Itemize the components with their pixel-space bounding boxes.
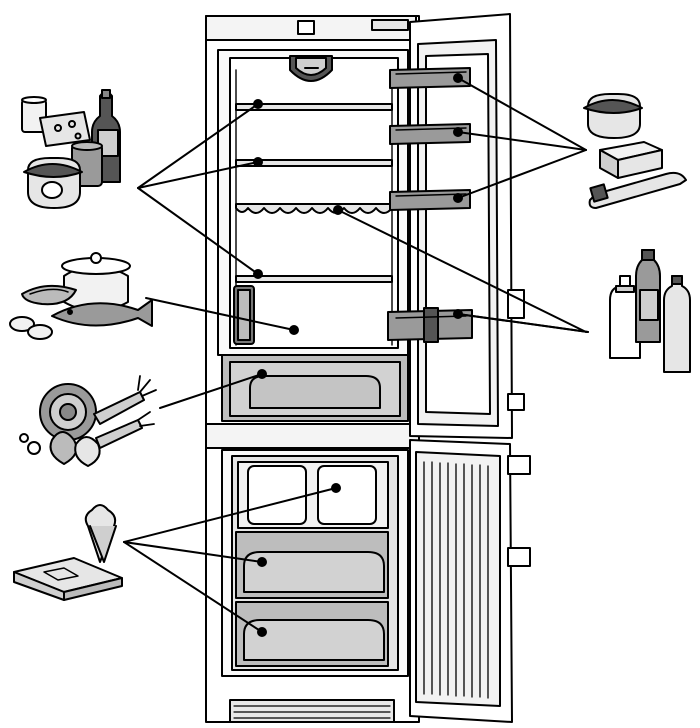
door-shelf-2 <box>389 123 471 145</box>
fish-callout-line <box>145 297 299 335</box>
fridge-compartment <box>217 49 409 422</box>
interior-light <box>289 55 333 82</box>
bottle-rack-shelf <box>235 203 393 214</box>
door-shelf-3 <box>389 189 471 211</box>
freezer-door-ribs <box>423 461 489 699</box>
glass-shelf-1 <box>235 103 393 111</box>
freezer-top-drawer <box>237 461 389 529</box>
door-bottle-shelf <box>387 307 473 343</box>
butter-callout-lines <box>453 73 587 203</box>
butter-and-tubes-illustration <box>583 93 687 209</box>
interior-bottle-holder <box>233 285 255 345</box>
vegetables-callout-line <box>159 369 267 409</box>
fish-and-meat-illustration <box>9 252 153 340</box>
freezer-compartment <box>221 449 409 677</box>
dairy-callout-lines <box>137 99 263 279</box>
bottles-illustration <box>609 249 691 373</box>
glass-shelf-2 <box>235 159 393 167</box>
frozen-callout-lines <box>123 483 341 637</box>
vegetables-illustration <box>19 375 157 467</box>
crisper-drawer <box>221 354 409 422</box>
rack-callout-line <box>333 205 587 333</box>
glass-shelf-3 <box>235 275 393 283</box>
frozen-goods-illustration <box>13 504 123 601</box>
bottles-callout-lines <box>453 309 589 333</box>
dairy-and-preserves-illustration <box>21 89 121 209</box>
freezer-door <box>409 439 531 723</box>
door-shelf-1 <box>389 67 471 89</box>
fridge-door <box>387 13 525 439</box>
